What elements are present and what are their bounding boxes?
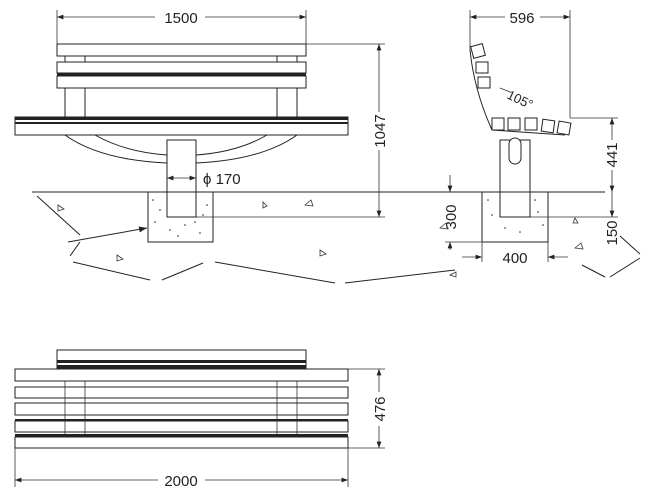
- embed-dimension-150: 150: [604, 220, 621, 245]
- backrest-post: [276, 87, 298, 118]
- angle-105-label: 105°: [505, 87, 536, 112]
- backrest-post: [64, 87, 86, 118]
- front-view: 1500 ϕ 170 1047: [14, 10, 470, 284]
- footing-depth-dimension-300: 300: [443, 204, 460, 229]
- width-dimension-1500: 1500: [164, 10, 197, 27]
- height-dimension-1047: 1047: [372, 114, 389, 147]
- backrest-slat: [56, 61, 307, 74]
- plan-view: 476 2000: [14, 349, 389, 490]
- plan-seat-slat: [14, 436, 349, 449]
- plan-seat-slat: [14, 420, 349, 433]
- plan-depth-dimension-476: 476: [372, 396, 389, 421]
- plan-seat-slat: [14, 386, 349, 399]
- backrest-slat: [56, 75, 307, 89]
- plan-seat-slat: [14, 402, 349, 416]
- backrest-slat: [56, 43, 307, 57]
- depth-dimension-596: 596: [509, 10, 534, 27]
- side-view: 596 105° 441 150 300 400: [439, 10, 641, 278]
- post-diameter-label: ϕ 170: [203, 171, 241, 188]
- backrest-slat-profile: [470, 43, 486, 59]
- seat-height-dimension-441: 441: [604, 142, 621, 167]
- plan-seat-slat: [14, 368, 349, 382]
- footing-width-dimension-400: 400: [502, 250, 527, 267]
- length-dimension-2000: 2000: [164, 473, 197, 490]
